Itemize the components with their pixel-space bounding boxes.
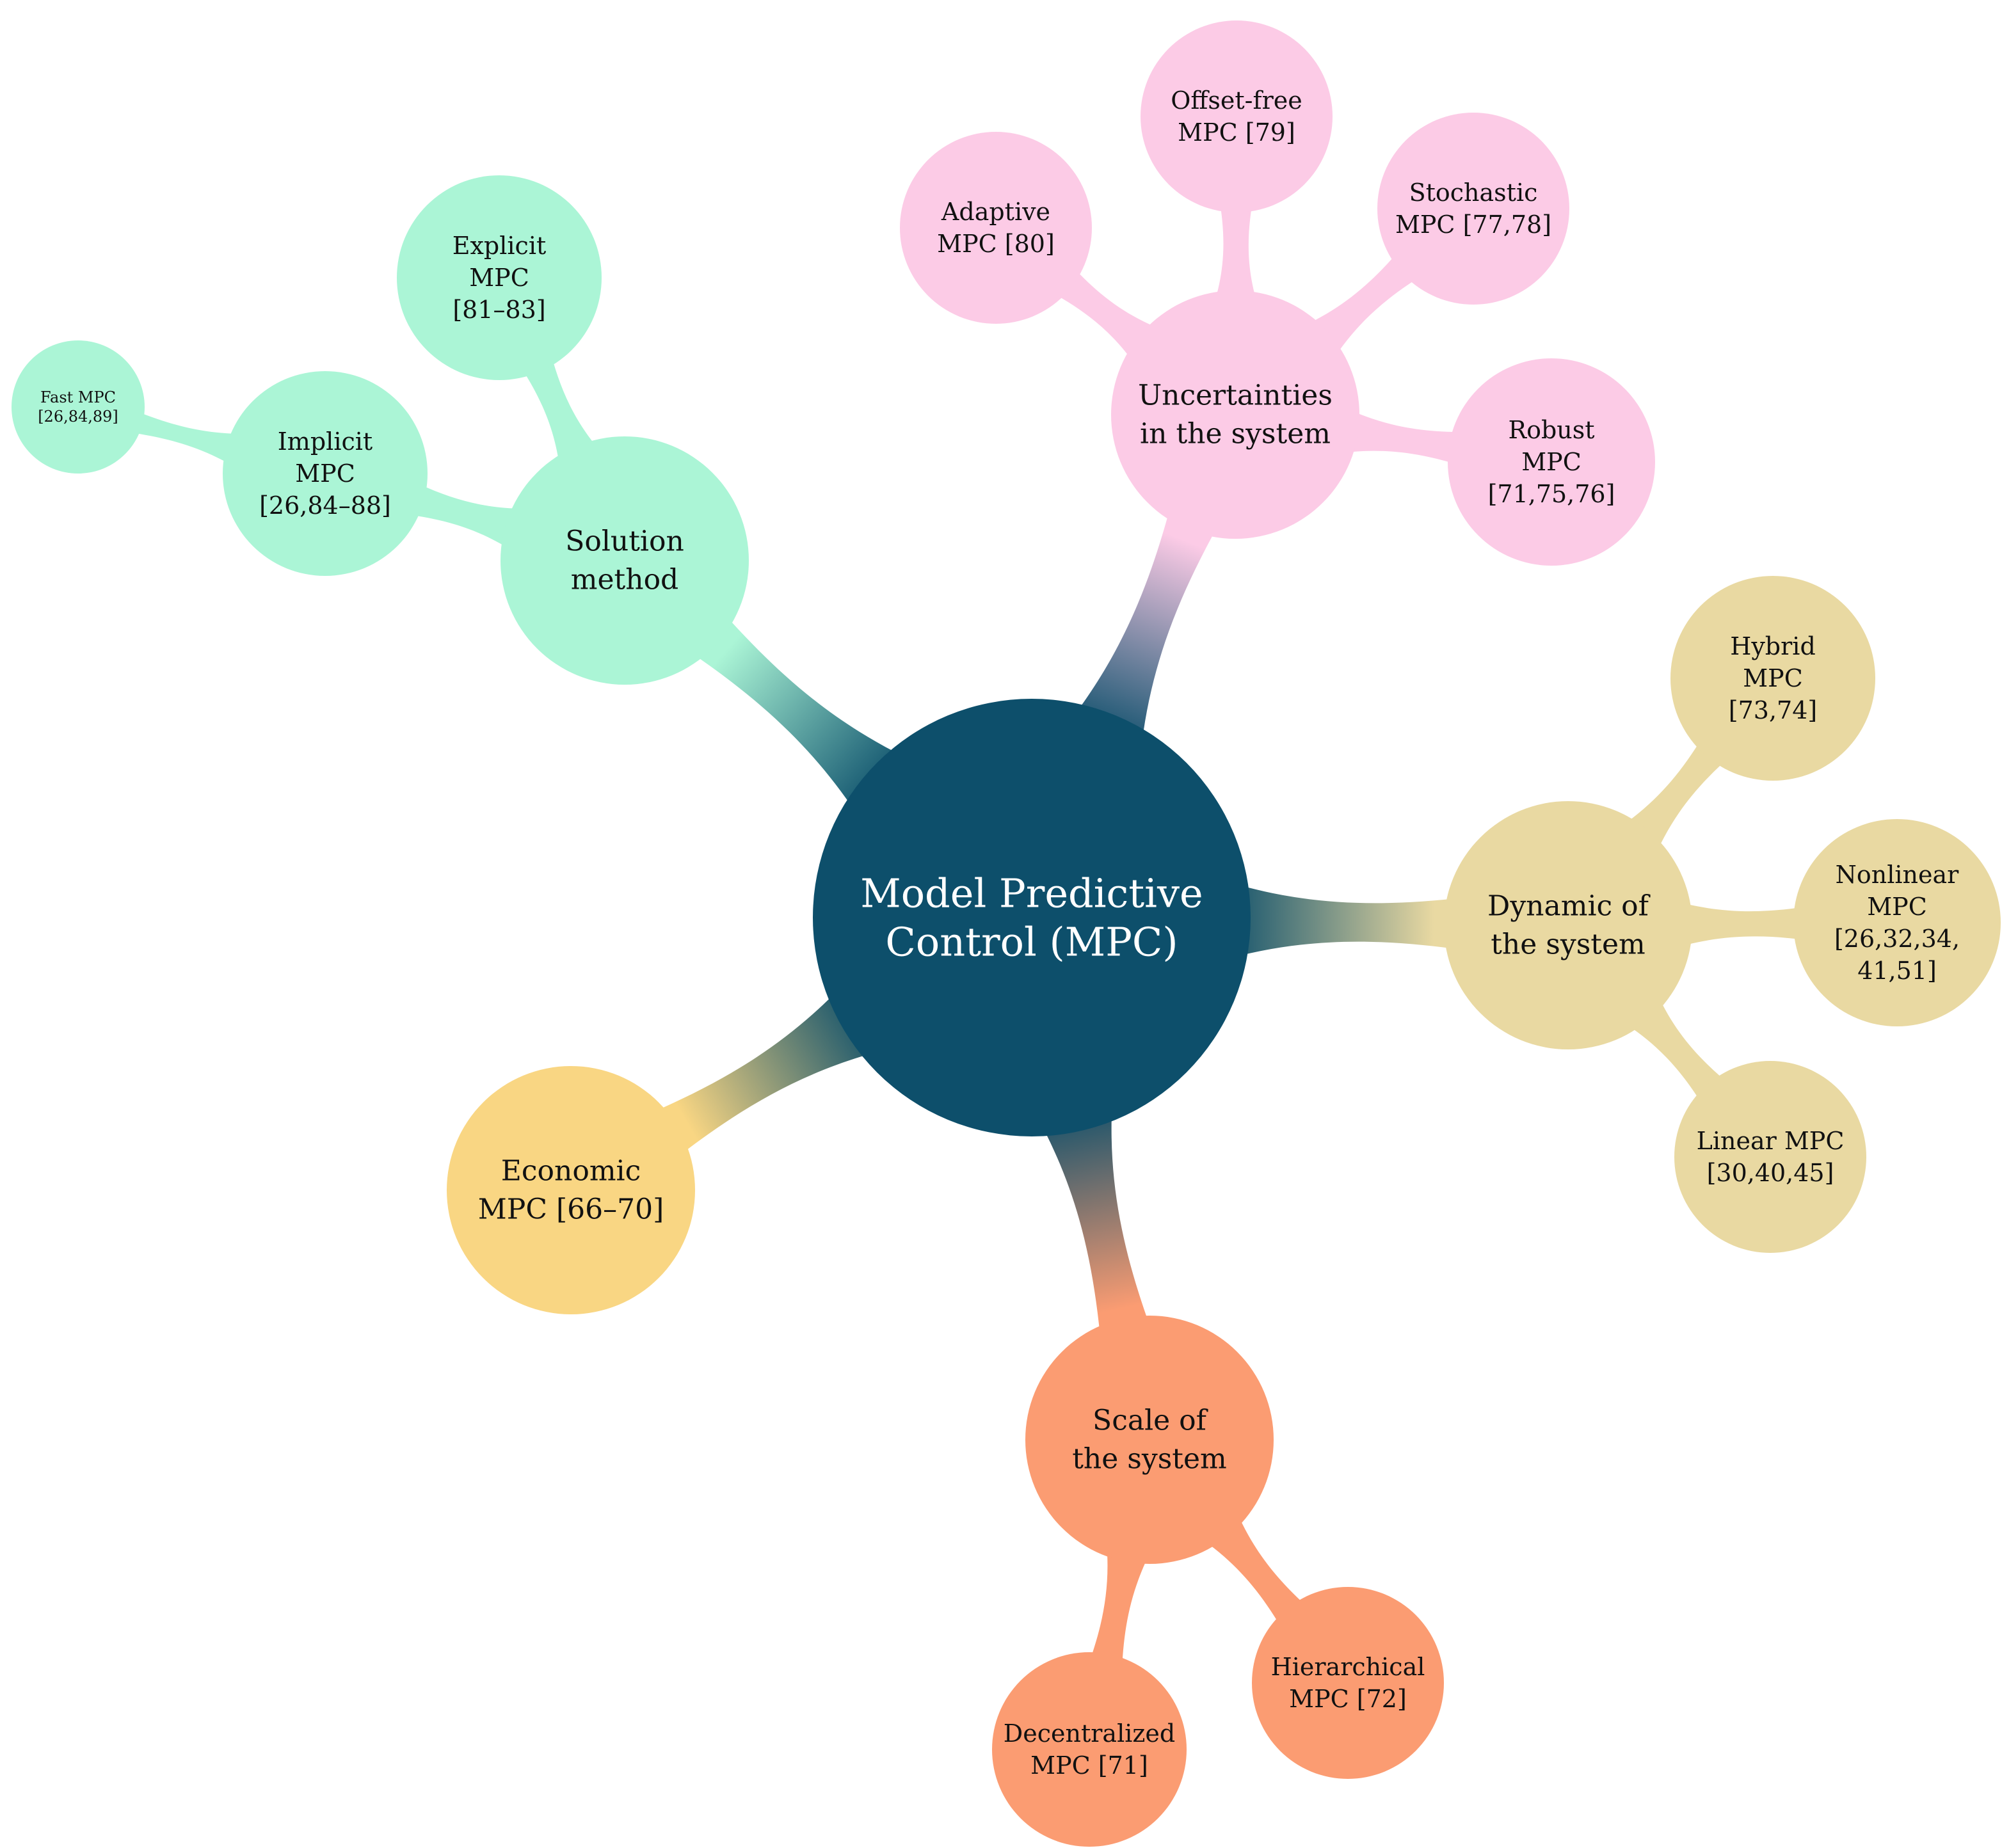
branch-scale-label-line: the system <box>1072 1443 1227 1476</box>
leaf-linear-label-line: Linear MPC <box>1697 1127 1845 1155</box>
leaf-fast: Fast MPC [26,84,89] <box>12 340 145 474</box>
root-node-bubble <box>813 699 1251 1136</box>
branch-uncertainty-bubble <box>1111 291 1359 539</box>
leaf-nonlinear-label-line: 41,51] <box>1857 957 1937 985</box>
root-node-label-line: Model Predictive <box>860 870 1203 917</box>
leaf-adaptive-label-line: Adaptive <box>941 198 1050 226</box>
branch-scale-bubble <box>1025 1316 1274 1564</box>
connector-dynamic-nonlinear <box>1667 898 1814 950</box>
connector-root-dynamic <box>1206 875 1469 965</box>
branch-uncertainty-label-line: Uncertainties <box>1138 379 1333 412</box>
leaf-stochastic-label-line: Stochastic <box>1409 179 1538 207</box>
leaf-nonlinear-label-line: Nonlinear <box>1836 861 1960 889</box>
connector-implicit-fast <box>126 410 252 471</box>
leaf-adaptive-bubble <box>900 132 1092 324</box>
connector-solution-implicit <box>399 479 537 558</box>
root-node-label-line: Control (MPC) <box>885 919 1178 966</box>
leaf-robust-label-line: MPC <box>1521 448 1582 476</box>
leaf-explicit-label-line: Explicit <box>452 232 547 260</box>
leaf-offset-free-label-line: Offset-free <box>1171 86 1302 115</box>
branch-economic-label-line: Economic <box>501 1155 641 1188</box>
branch-solution: Solution method <box>500 436 749 685</box>
branch-economic-label-line: MPC [66–70] <box>478 1193 664 1226</box>
connector-uncertainty-robust <box>1329 404 1472 468</box>
branch-dynamic-label-line: Dynamic of <box>1487 890 1651 923</box>
leaf-explicit-label-line: MPC <box>469 264 529 292</box>
branch-dynamic-label-line: the system <box>1491 928 1646 961</box>
leaf-fast-label-line: Fast MPC <box>40 388 116 406</box>
leaf-hybrid-label-line: [73,74] <box>1729 696 1817 724</box>
leaf-stochastic-bubble <box>1377 113 1569 305</box>
connector-uncertainty-offset-free <box>1210 193 1261 315</box>
leaf-linear-bubble <box>1674 1061 1866 1253</box>
leaf-nonlinear-bubble <box>1793 819 2001 1026</box>
branch-uncertainty-label-line: in the system <box>1140 418 1331 450</box>
branch-economic-bubble <box>447 1066 695 1314</box>
leaf-hierarchical-label-line: Hierarchical <box>1271 1653 1425 1681</box>
leaf-stochastic-label-line: MPC [77,78] <box>1395 211 1551 239</box>
branch-uncertainty: Uncertainties in the system <box>1111 291 1359 539</box>
leaf-decentralized-label-line: MPC [71] <box>1030 1751 1148 1780</box>
leaf-linear: Linear MPC [30,40,45] <box>1674 1061 1866 1253</box>
branch-scale-label-line: Scale of <box>1093 1405 1208 1437</box>
leaf-implicit-label-line: Implicit <box>278 427 372 456</box>
leaf-robust-bubble <box>1448 358 1655 566</box>
connector-root-uncertainty <box>1055 497 1223 772</box>
branch-dynamic-bubble <box>1444 801 1692 1049</box>
leaf-explicit-bubble <box>397 175 602 380</box>
leaf-implicit-label-line: [26,84–88] <box>259 491 391 520</box>
leaf-nonlinear-label-line: MPC <box>1867 893 1927 921</box>
connector-root-scale <box>1026 1078 1154 1349</box>
leaf-implicit-label-line: MPC <box>295 459 355 488</box>
leaf-explicit-label-line: [81–83] <box>452 296 545 324</box>
leaf-fast-bubble <box>12 340 145 474</box>
leaf-robust-label-line: Robust <box>1508 416 1594 444</box>
leaf-hybrid-label-line: MPC <box>1743 664 1803 692</box>
leaf-hierarchical-label-line: MPC [72] <box>1289 1685 1407 1713</box>
branch-solution-bubble <box>500 436 749 685</box>
branch-solution-label-line: method <box>571 564 678 596</box>
branch-solution-label-line: Solution <box>565 525 684 558</box>
branch-dynamic: Dynamic of the system <box>1444 801 1692 1049</box>
leaf-fast-label-line: [26,84,89] <box>38 408 118 426</box>
branch-scale: Scale of the system <box>1025 1316 1274 1564</box>
leaf-decentralized-label-line: Decentralized <box>1004 1719 1175 1748</box>
leaf-implicit-bubble <box>223 371 428 576</box>
leaf-offset-free-label-line: MPC [79] <box>1178 118 1295 147</box>
leaf-hierarchical-bubble <box>1252 1587 1444 1779</box>
leaf-hybrid-bubble <box>1670 576 1875 781</box>
leaf-hybrid-label-line: Hybrid <box>1730 632 1816 660</box>
leaf-nonlinear-label-line: [26,32,34, <box>1834 925 1960 953</box>
connector-scale-decentralized <box>1086 1532 1156 1677</box>
leaf-offset-free-bubble <box>1141 20 1333 212</box>
leaf-decentralized-bubble <box>992 1652 1187 1847</box>
leaf-linear-label-line: [30,40,45] <box>1707 1159 1834 1187</box>
leaf-robust-label-line: [71,75,76] <box>1488 480 1615 508</box>
leaf-adaptive-label-line: MPC [80] <box>937 230 1055 258</box>
